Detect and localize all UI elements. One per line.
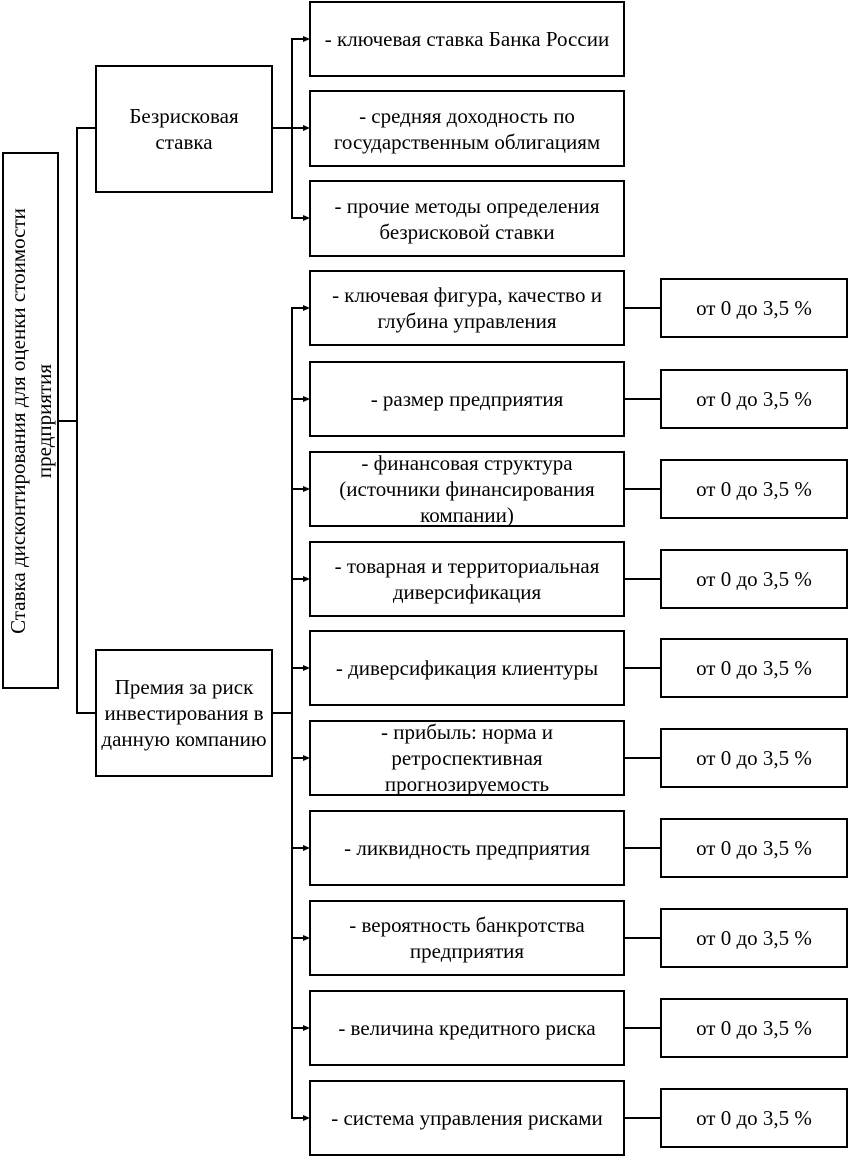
factor-label: - диверсификация клиентуры xyxy=(335,656,599,680)
range-label: от 0 до 3,5 % xyxy=(696,1016,812,1040)
factor-label: - финансовая структура (источники финанс… xyxy=(339,451,595,527)
connector-to-premium xyxy=(76,712,96,714)
range-box: от 0 до 3,5 % xyxy=(660,728,848,788)
range-label: от 0 до 3,5 % xyxy=(696,656,812,680)
connector-premium-trunk xyxy=(291,308,293,1118)
connector-range xyxy=(625,1117,661,1119)
root-box: Ставка дисконтирования для оценки стоимо… xyxy=(2,152,59,689)
connector-risk-free xyxy=(273,127,292,129)
connector-risk-free-item-3 xyxy=(291,217,303,219)
connector-factor xyxy=(291,1117,303,1119)
connector-factor xyxy=(291,307,303,309)
arrow-factor xyxy=(303,1115,310,1121)
factor-label: - ключевая фигура, качество и глубина уп… xyxy=(332,283,602,333)
range-box: от 0 до 3,5 % xyxy=(660,459,848,519)
connector-factor xyxy=(291,847,303,849)
connector-range xyxy=(625,667,661,669)
range-box: от 0 до 3,5 % xyxy=(660,278,848,338)
range-box: от 0 до 3,5 % xyxy=(660,818,848,878)
connector-range xyxy=(625,488,661,490)
factor-label: - товарная и территориальная диверсифика… xyxy=(334,554,600,604)
connector-range xyxy=(625,1027,661,1029)
connector-to-risk-free xyxy=(76,127,96,129)
range-label: от 0 до 3,5 % xyxy=(696,746,812,770)
arrow-factor xyxy=(303,486,310,492)
range-box: от 0 до 3,5 % xyxy=(660,908,848,968)
connector-range xyxy=(625,937,661,939)
connector-risk-free-item-2 xyxy=(291,127,303,129)
connector-range xyxy=(625,578,661,580)
factor-label: - ликвидность предприятия xyxy=(344,836,590,860)
connector-range xyxy=(625,307,661,309)
arrow-risk-free-item-2 xyxy=(303,125,310,131)
range-label: от 0 до 3,5 % xyxy=(696,926,812,950)
connector-factor xyxy=(291,757,303,759)
connector-factor xyxy=(291,1027,303,1029)
factor-box: - прибыль: норма и ретроспективная прогн… xyxy=(309,720,625,796)
risk-free-item: - ключевая ставка Банка России xyxy=(309,1,625,77)
range-box: от 0 до 3,5 % xyxy=(660,369,848,429)
factor-box: - ключевая фигура, качество и глубина уп… xyxy=(309,270,625,346)
factor-box: - вероятность банкротства предприятия xyxy=(309,900,625,976)
arrow-factor xyxy=(303,935,310,941)
factor-box: - система управления рисками xyxy=(309,1080,625,1156)
arrow-risk-free-item-3 xyxy=(303,215,310,221)
arrow-factor xyxy=(303,845,310,851)
risk-free-box: Безрисковая ставка xyxy=(95,65,273,193)
connector-factor xyxy=(291,937,303,939)
connector-range xyxy=(625,847,661,849)
factor-box: - диверсификация клиентуры xyxy=(309,630,625,706)
factor-box: - финансовая структура (источники финанс… xyxy=(309,451,625,527)
factor-box: - размер предприятия xyxy=(309,361,625,437)
factor-box: - ликвидность предприятия xyxy=(309,810,625,886)
arrow-factor xyxy=(303,755,310,761)
risk-free-item: - прочие методы определения безрисковой … xyxy=(309,180,625,257)
factor-label: - прибыль: норма и ретроспективная прогн… xyxy=(380,720,554,796)
range-label: от 0 до 3,5 % xyxy=(696,1106,812,1130)
factor-box: - величина кредитного риска xyxy=(309,990,625,1066)
connector-factor xyxy=(291,578,303,580)
range-label: от 0 до 3,5 % xyxy=(696,477,812,501)
risk-free-item: - средняя доходность по государственным … xyxy=(309,90,625,167)
range-label: от 0 до 3,5 % xyxy=(696,296,812,320)
connector-range xyxy=(625,398,661,400)
range-box: от 0 до 3,5 % xyxy=(660,549,848,609)
factor-label: - размер предприятия xyxy=(370,387,564,411)
factor-label: - величина кредитного риска xyxy=(338,1016,596,1040)
factor-label: - вероятность банкротства предприятия xyxy=(349,913,585,963)
premium-box: Премия за риск инвестирования в данную к… xyxy=(95,649,273,777)
range-box: от 0 до 3,5 % xyxy=(660,1088,848,1148)
connector-premium xyxy=(273,712,292,714)
connector-factor xyxy=(291,667,303,669)
arrow-factor xyxy=(303,665,310,671)
connector-factor xyxy=(291,398,303,400)
factor-box: - товарная и территориальная диверсифика… xyxy=(309,541,625,617)
risk-free-label: Безрисковая ставка xyxy=(129,104,239,154)
range-label: от 0 до 3,5 % xyxy=(696,836,812,860)
connector-factor xyxy=(291,488,303,490)
connector-range xyxy=(625,757,661,759)
connector-root-trunk xyxy=(76,128,78,713)
premium-label: Премия за риск инвестирования в данную к… xyxy=(101,675,267,751)
range-label: от 0 до 3,5 % xyxy=(696,387,812,411)
range-box: от 0 до 3,5 % xyxy=(660,998,848,1058)
root-label: Ставка дисконтирования для оценки стоимо… xyxy=(5,207,56,634)
connector-risk-free-item-1 xyxy=(291,38,303,40)
arrow-factor xyxy=(303,576,310,582)
range-label: от 0 до 3,5 % xyxy=(696,567,812,591)
range-box: от 0 до 3,5 % xyxy=(660,638,848,698)
connector-root xyxy=(59,420,77,422)
arrow-factor xyxy=(303,1025,310,1031)
arrow-factor xyxy=(303,396,310,402)
arrow-risk-free-item-1 xyxy=(303,36,310,42)
factor-label: - система управления рисками xyxy=(331,1106,603,1130)
arrow-factor xyxy=(303,305,310,311)
